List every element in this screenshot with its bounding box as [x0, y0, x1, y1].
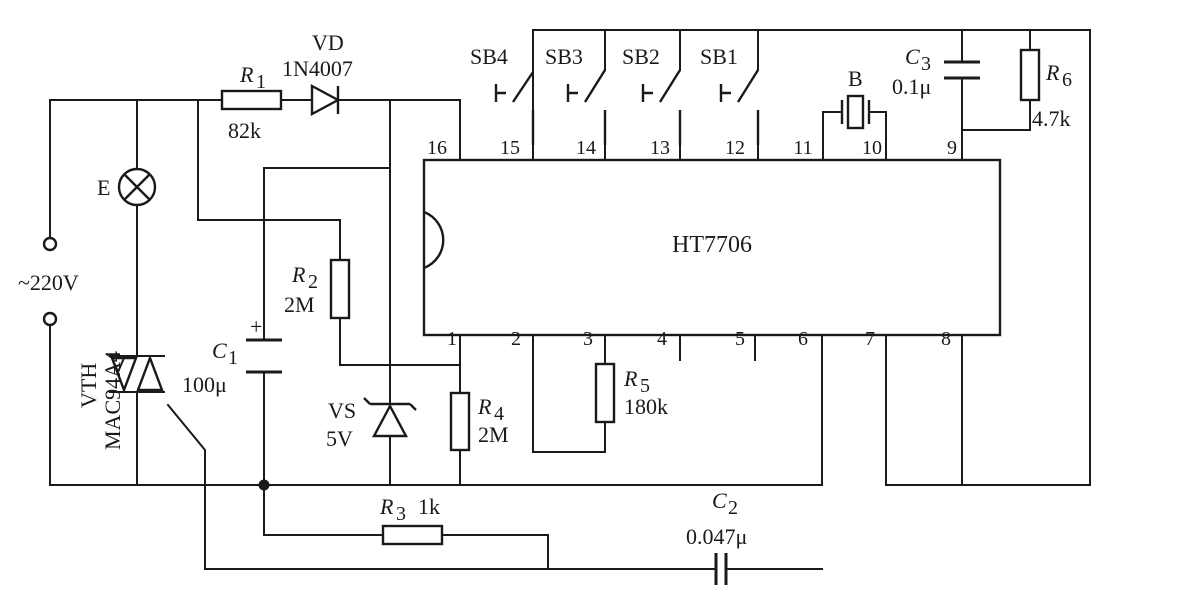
resistor-r6: R 6 4.7k — [1019, 48, 1072, 131]
capacitor-c3: C 3 0.1μ — [892, 44, 980, 99]
r6-name: R — [1045, 60, 1060, 85]
r5-value: 180k — [624, 394, 668, 419]
r6-sub: 6 — [1062, 69, 1072, 91]
c1-name: C — [212, 338, 227, 363]
pin-16: 16 — [427, 137, 447, 159]
r1-name: R — [239, 62, 254, 87]
pin-6: 6 — [798, 328, 808, 350]
c2-name: C — [712, 488, 727, 513]
pin-10: 10 — [862, 137, 882, 159]
triac-label: VTH — [76, 363, 101, 408]
resistor-r4: R 4 2M — [449, 391, 509, 452]
r3-value: 1k — [418, 494, 440, 519]
crystal-b: B — [840, 66, 871, 130]
pin-4: 4 — [657, 328, 667, 350]
pin-2: 2 — [511, 328, 521, 350]
r2-sub: 2 — [308, 271, 318, 293]
resistor-r3: R 3 1k — [379, 494, 444, 546]
triac-part: MAC94A4 — [100, 351, 125, 450]
c3-value: 0.1μ — [892, 74, 931, 99]
r3-name: R — [379, 494, 394, 519]
diode-label: VD — [312, 30, 344, 55]
diode-part: 1N4007 — [282, 56, 353, 81]
r3-sub: 3 — [396, 503, 406, 525]
switch-sb1: SB1 — [700, 44, 760, 145]
pin-3: 3 — [583, 328, 593, 350]
ic-body — [422, 158, 1002, 337]
sb3-label: SB3 — [545, 44, 583, 69]
sb2-label: SB2 — [622, 44, 660, 69]
capacitor-c1: + C 1 100μ — [182, 314, 282, 397]
pin-12: 12 — [725, 137, 745, 159]
resistor-r2: R 2 2M — [284, 258, 351, 320]
c1-value: 100μ — [182, 372, 227, 397]
pin-15: 15 — [500, 137, 520, 159]
zener-vs: VS 5V — [326, 397, 417, 451]
pin-14: 14 — [576, 137, 596, 159]
c2-value: 0.047μ — [686, 524, 747, 549]
ic-label: HT7706 — [672, 232, 752, 258]
pin-8: 8 — [941, 328, 951, 350]
ic-notch — [423, 210, 445, 270]
c1-sub: 1 — [228, 347, 238, 369]
supply-label: ~220V — [18, 270, 79, 295]
wires — [49, 29, 1091, 570]
switch-sb4: SB4 — [470, 29, 535, 145]
r4-name: R — [477, 394, 492, 419]
r2-value: 2M — [284, 292, 315, 317]
switch-sb3: SB3 — [545, 44, 607, 145]
c3-name: C — [905, 44, 920, 69]
r6-value: 4.7k — [1032, 106, 1071, 131]
terminal-bottom — [42, 311, 58, 327]
pin-11: 11 — [793, 137, 812, 159]
crystal-label: B — [848, 66, 863, 91]
zener-label: VS — [328, 398, 356, 423]
pin-7: 7 — [865, 328, 875, 350]
triac-vth: VTH MAC94A4 — [76, 351, 165, 450]
zener-value: 5V — [326, 426, 353, 451]
diode-vd: VD 1N4007 — [282, 30, 353, 117]
resistor-r1: R 1 82k — [220, 62, 283, 143]
pin-1: 1 — [447, 328, 457, 350]
terminal-top — [42, 236, 58, 252]
lamp-label: E — [97, 175, 110, 200]
r4-sub: 4 — [494, 403, 504, 425]
r4-value: 2M — [478, 422, 509, 447]
r1-value: 82k — [228, 118, 261, 143]
r1-sub: 1 — [256, 71, 266, 93]
sb4-label: SB4 — [470, 44, 508, 69]
sb1-label: SB1 — [700, 44, 738, 69]
ic-ht7706: HT7706 1 2 3 4 5 6 7 8 9 10 11 12 13 14 … — [422, 137, 1002, 351]
lamp-e: E — [97, 167, 157, 207]
r5-name: R — [623, 366, 638, 391]
junction-dot — [258, 479, 270, 491]
r2-name: R — [291, 262, 306, 287]
supply-terminals: ~220V — [18, 236, 79, 327]
c3-sub: 3 — [921, 53, 931, 75]
pin-13: 13 — [650, 137, 670, 159]
pin-5: 5 — [735, 328, 745, 350]
c2-sub: 2 — [728, 497, 738, 519]
resistor-r5: R 5 180k — [594, 362, 668, 424]
capacitor-c2: C 2 0.047μ — [686, 488, 747, 585]
c1-polarity: + — [250, 314, 262, 339]
r5-sub: 5 — [640, 375, 650, 397]
switch-sb2: SB2 — [622, 44, 682, 145]
pin-9: 9 — [947, 137, 957, 159]
